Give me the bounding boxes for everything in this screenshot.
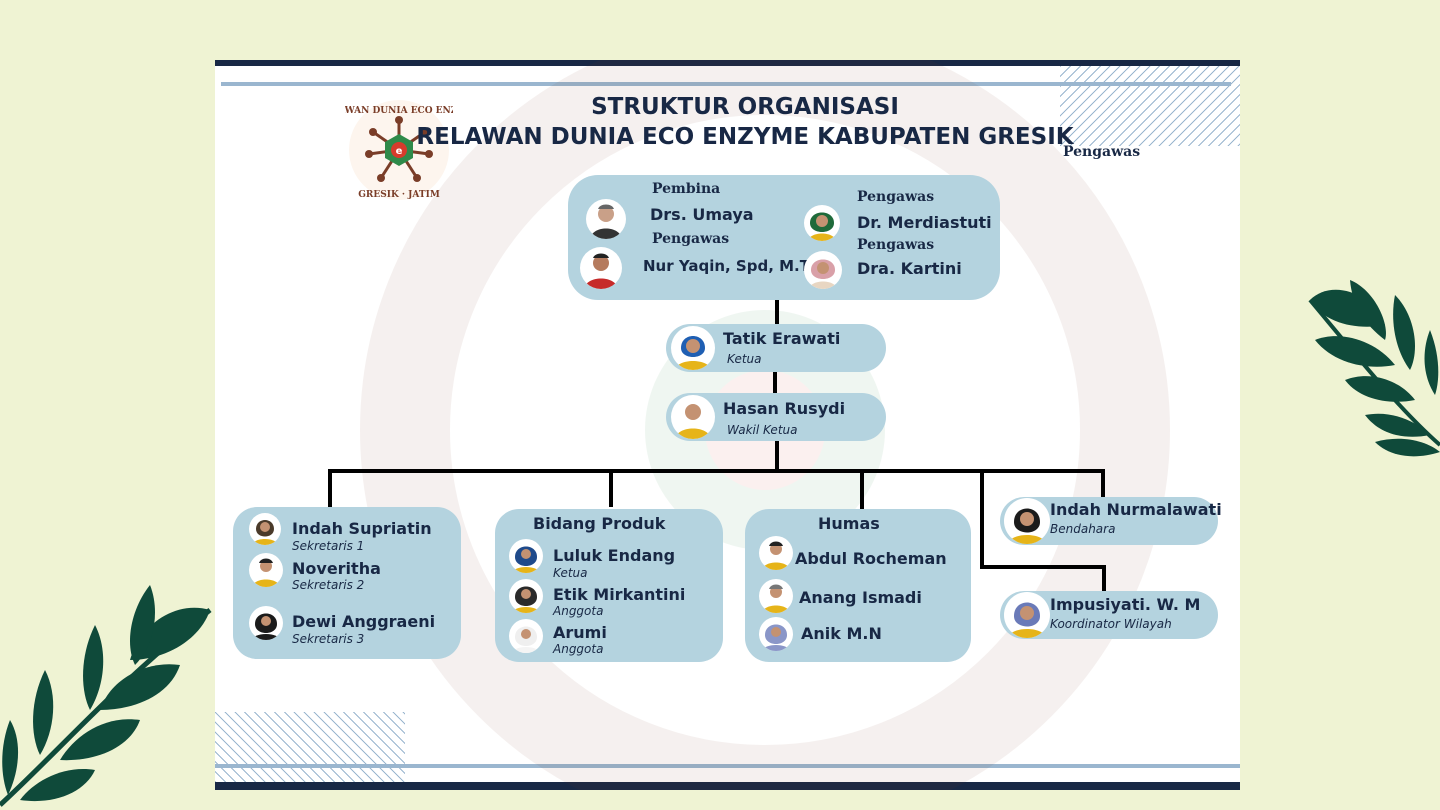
sekretaris-1-name: Indah Supriatin	[292, 519, 432, 538]
connector-to-bendahara	[1101, 469, 1105, 499]
sekretaris-1-avatar	[249, 513, 281, 545]
wakil-ketua-role: Wakil Ketua	[727, 423, 798, 437]
connector-koordinator-horizontal	[980, 565, 1106, 569]
bottom-accent-bar	[215, 782, 1240, 790]
logo-center-letter: e	[396, 146, 403, 157]
bidang-produk-1-role: Ketua	[553, 566, 588, 580]
pengawas-2-name: Dr. Merdiastuti	[857, 213, 992, 232]
hatch-pattern-top-right	[1060, 66, 1240, 146]
connector-bus-horizontal	[328, 469, 1104, 473]
leaf-branch-right-decoration	[1308, 280, 1440, 457]
bendahara-box: Indah Nurmalawati Bendahara	[1000, 497, 1222, 545]
pengawas-1-name: Nur Yaqin, Spd, M.T.	[643, 257, 814, 275]
connector-to-bidang-produk	[609, 469, 613, 507]
pengawas-1-role: Pengawas	[652, 231, 730, 247]
stray-pengawas-label: Pengawas	[1063, 144, 1141, 160]
koordinator-name: Impusiyati. W. M	[1050, 595, 1201, 614]
bidang-produk-3-name: Arumi	[553, 623, 607, 642]
connector-wakil-to-bus	[775, 440, 779, 473]
connector-top-to-ketua	[775, 298, 779, 324]
humas-box: Humas Abdul Rocheman Anang Ismadi Anik M…	[745, 509, 971, 662]
connector-to-humas	[860, 469, 864, 509]
wakil-ketua-box: Hasan Rusydi Wakil Ketua	[666, 393, 886, 441]
humas-2-name: Anang Ismadi	[799, 588, 922, 607]
leaf-branch-left-decoration	[0, 585, 212, 807]
koordinator-role: Koordinator Wilayah	[1050, 617, 1172, 631]
pengawas-3-name: Dra. Kartini	[857, 259, 962, 278]
bidang-produk-heading: Bidang Produk	[533, 514, 666, 533]
pembina-name: Drs. Umaya	[650, 205, 754, 224]
humas-1-avatar	[759, 536, 793, 570]
pembina-pengawas-box: Pembina Drs. Umaya Pengawas Nur Yaqin, S…	[568, 175, 1000, 300]
sekretaris-3-avatar	[249, 606, 283, 640]
wakil-ketua-name: Hasan Rusydi	[723, 399, 846, 418]
sekretaris-3-role: Sekretaris 3	[292, 632, 365, 646]
eco-enzyme-logo: RELAWAN DUNIA ECO ENZYME GRESIK · JATIM …	[345, 100, 453, 200]
pembina-avatar	[586, 199, 626, 239]
connector-to-koordinator	[1102, 565, 1106, 591]
humas-heading: Humas	[818, 514, 880, 533]
pembina-role: Pembina	[652, 181, 721, 197]
top-accent-bar	[215, 60, 1240, 66]
bottom-accent-line	[215, 764, 1240, 768]
logo-text-top: RELAWAN DUNIA ECO ENZYME	[345, 106, 453, 116]
logo-text-bottom: GRESIK · JATIM	[358, 190, 440, 200]
chart-title-line-1: STRUKTUR ORGANISASI	[591, 94, 899, 120]
ketua-role: Ketua	[727, 352, 762, 366]
bidang-produk-3-role: Anggota	[553, 642, 604, 656]
sekretaris-2-avatar	[249, 553, 283, 587]
bidang-produk-box: Bidang Produk Luluk Endang Ketua Etik Mi…	[495, 509, 723, 662]
ketua-avatar	[671, 326, 715, 370]
sekretaris-3-name: Dewi Anggraeni	[292, 612, 436, 631]
koordinator-wilayah-box: Impusiyati. W. M Koordinator Wilayah	[1000, 591, 1218, 639]
bendahara-name: Indah Nurmalawati	[1050, 500, 1222, 519]
pengawas-3-avatar	[804, 251, 842, 289]
org-chart-card: RELAWAN DUNIA ECO ENZYME GRESIK · JATIM …	[215, 60, 1240, 790]
sekretaris-box: Indah Supriatin Sekretaris 1 Noveritha S…	[233, 507, 461, 659]
pengawas-2-role: Pengawas	[857, 189, 935, 205]
pengawas-1-avatar	[580, 247, 622, 289]
humas-1-name: Abdul Rocheman	[795, 549, 947, 568]
bidang-produk-2-avatar	[509, 579, 543, 613]
pengawas-2-avatar	[804, 205, 840, 241]
chart-title-line-2: RELAWAN DUNIA ECO ENZYME KABUPATEN GRESI…	[416, 124, 1074, 150]
pengawas-3-role: Pengawas	[857, 237, 935, 253]
ketua-name: Tatik Erawati	[723, 329, 841, 348]
wakil-ketua-avatar	[671, 395, 715, 439]
sekretaris-2-name: Noveritha	[292, 559, 381, 578]
bidang-produk-1-name: Luluk Endang	[553, 546, 676, 565]
bidang-produk-1-avatar	[509, 539, 543, 573]
bidang-produk-2-name: Etik Mirkantini	[553, 585, 686, 604]
connector-to-sekretaris	[328, 469, 332, 507]
humas-3-name: Anik M.N	[801, 624, 882, 643]
connector-ketua-to-wakil	[773, 372, 777, 394]
top-accent-line	[221, 82, 1231, 86]
hatch-pattern-bottom-left	[215, 712, 405, 782]
sekretaris-1-role: Sekretaris 1	[292, 539, 365, 553]
connector-koordinator-vertical	[980, 469, 984, 567]
bendahara-role: Bendahara	[1050, 522, 1116, 536]
ketua-box: Tatik Erawati Ketua	[666, 324, 886, 372]
humas-2-avatar	[759, 579, 793, 613]
bendahara-avatar	[1004, 498, 1050, 544]
bidang-produk-3-avatar	[509, 619, 543, 653]
sekretaris-2-role: Sekretaris 2	[292, 578, 365, 592]
koordinator-avatar	[1004, 592, 1050, 638]
humas-3-avatar	[759, 617, 793, 651]
bidang-produk-2-role: Anggota	[553, 604, 604, 618]
